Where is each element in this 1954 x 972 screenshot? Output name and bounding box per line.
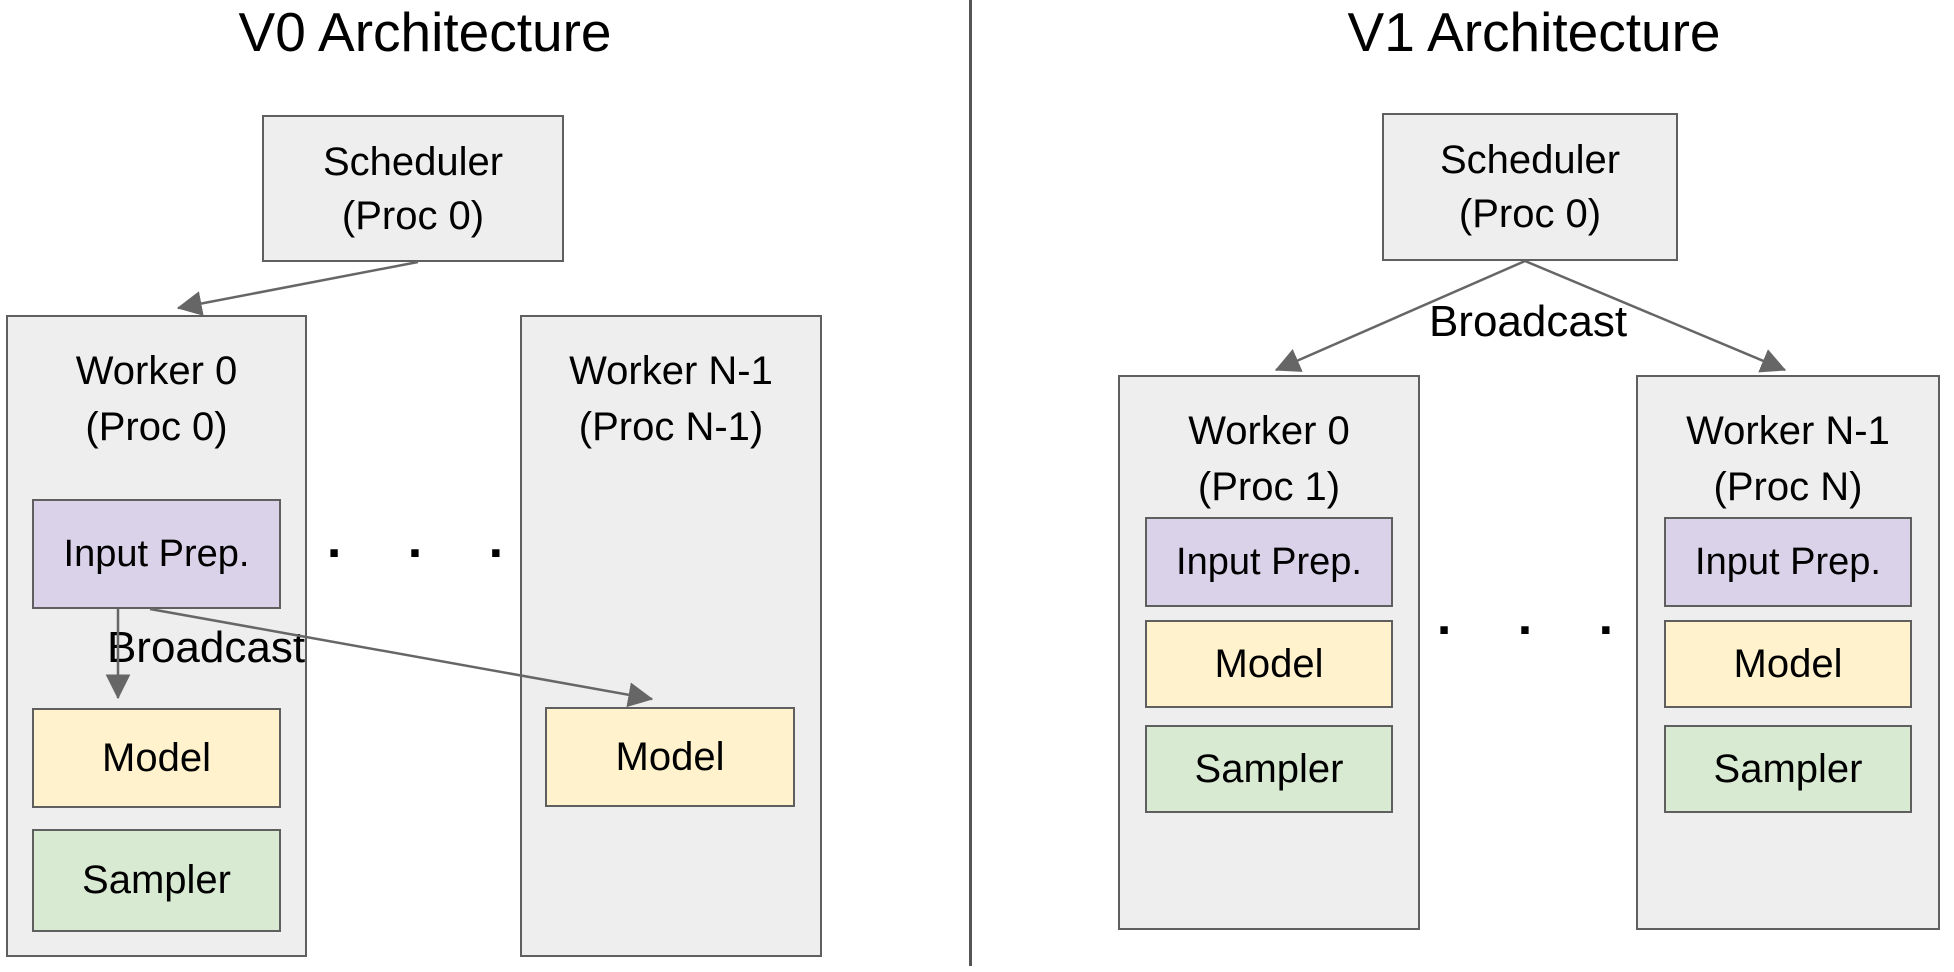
v1-worker0-input-prep-label: Input Prep. [1176,540,1362,583]
v0-broadcast-label: Broadcast [106,623,306,672]
v0-workerN-proc: (Proc N-1) [578,405,764,449]
v1-workerN-model-box: Model [1664,620,1912,708]
v1-ellipsis: . . . [1436,588,1640,646]
v0-workerN-model-box: Model [545,707,795,807]
v1-worker0-input-prep-box: Input Prep. [1145,517,1393,607]
v1-scheduler-proc-label: (Proc 0) [1458,192,1602,236]
v0-workerN-box: Worker N-1 (Proc N-1) Model [520,315,822,957]
v1-worker0-box: Worker 0 (Proc 1) Input Prep. Model Samp… [1118,375,1420,930]
v0-worker0-sampler-label: Sampler [82,858,231,902]
v1-scheduler-box: Scheduler (Proc 0) [1382,113,1678,261]
panel-divider [969,0,972,966]
v0-worker0-model-box: Model [32,708,281,808]
v1-workerN-title: Worker N-1 (Proc N) [1638,403,1938,515]
v0-ellipsis: . . . [326,511,530,569]
v0-scheduler-proc-label: (Proc 0) [341,193,485,238]
v1-worker0-proc: (Proc 1) [1197,465,1341,509]
v1-scheduler-label: Scheduler [1439,138,1621,182]
v0-worker0-name: Worker 0 [75,349,238,393]
v0-workerN-name: Worker N-1 [569,349,773,393]
v1-worker0-sampler-label: Sampler [1194,746,1344,791]
v0-scheduler-label: Scheduler [322,139,504,184]
v0-worker0-proc: (Proc 0) [85,405,228,449]
v1-worker0-sampler-box: Sampler [1145,725,1393,813]
v0-scheduler-to-worker0-arrow [176,260,419,316]
v1-workerN-proc: (Proc N) [1713,465,1863,509]
v1-workerN-box: Worker N-1 (Proc N) Input Prep. Model Sa… [1636,375,1940,930]
v1-worker0-model-label: Model [1214,641,1324,686]
v1-workerN-input-prep-box: Input Prep. [1664,517,1912,607]
v1-workerN-model-label: Model [1733,641,1843,686]
v1-panel-title: V1 Architecture [1347,1,1721,63]
v1-workerN-input-prep-label: Input Prep. [1695,540,1881,583]
v0-panel-title: V0 Architecture [238,1,612,63]
v0-workerN-title: Worker N-1 (Proc N-1) [522,343,820,455]
v1-workerN-sampler-label: Sampler [1713,746,1863,791]
v1-worker0-title: Worker 0 (Proc 1) [1120,403,1418,515]
v1-worker0-name: Worker 0 [1188,409,1350,453]
v0-scheduler-box: Scheduler (Proc 0) [262,115,564,262]
v0-worker0-input-prep-box: Input Prep. [32,499,281,609]
v1-workerN-sampler-box: Sampler [1664,725,1912,813]
v1-worker0-model-box: Model [1145,620,1393,708]
v0-workerN-model-label: Model [615,734,725,779]
v0-worker0-sampler-box: Sampler [32,829,281,932]
v0-worker0-title: Worker 0 (Proc 0) [8,343,305,455]
v0-worker0-input-prep-label: Input Prep. [63,532,250,575]
v1-broadcast-label: Broadcast [1428,297,1628,346]
v1-workerN-name: Worker N-1 [1686,409,1890,453]
v0-worker0-model-label: Model [102,735,211,780]
